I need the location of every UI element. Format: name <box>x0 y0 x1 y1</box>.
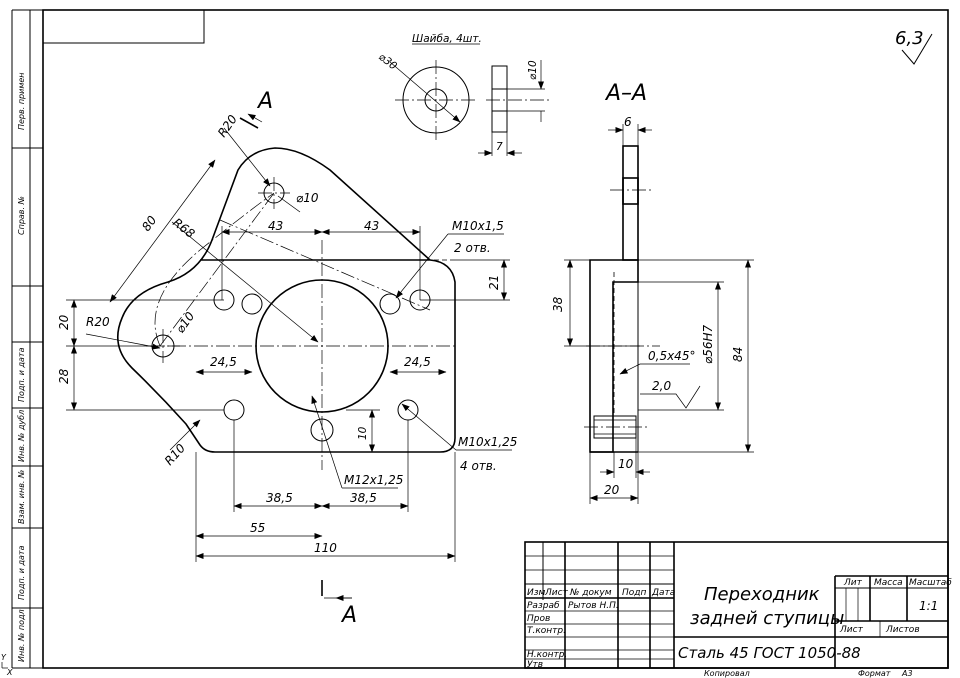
washer-outer-dim: ⌀30 <box>376 51 399 73</box>
sec-chamfer-dim: 0,5x45° <box>648 349 695 363</box>
tb-role-approved: Утв <box>527 660 543 670</box>
thread-right-qty: 4 отв. <box>460 459 497 473</box>
section-web <box>622 145 639 261</box>
stamp-vzam-inv: Взам. инв. № <box>17 470 26 524</box>
d55-dim: 55 <box>250 521 265 535</box>
thread-hole-top-left <box>241 293 263 315</box>
hole-left-dim: ⌀10 <box>173 309 198 336</box>
d21-dim: 21 <box>487 275 501 290</box>
axis-indicator: Y X <box>1 653 13 677</box>
d28-dim: 28 <box>57 368 71 384</box>
tb-header-list: Лист <box>544 588 569 598</box>
axis-y-label: Y <box>1 653 7 662</box>
r68-dim: R68 <box>170 215 198 241</box>
d110-dim: 110 <box>314 541 337 555</box>
part-material: Сталь 45 ГОСТ 1050-88 <box>678 644 861 662</box>
large-bore-circle <box>255 279 389 413</box>
drawing-frame <box>42 9 949 669</box>
sec-38-dim: 38 <box>551 296 565 312</box>
stamp-sprav-no: Справ. № <box>17 196 26 235</box>
sec-6-dim: 6 <box>624 115 632 129</box>
thread-center-label: М12x1,25 <box>344 473 403 487</box>
hole-top-dim: ⌀10 <box>296 191 319 205</box>
stamp-inv-dubl: Инв. № дубл <box>17 410 26 462</box>
d43-left-dim: 43 <box>268 219 283 233</box>
tb-header-sheet: Лист <box>839 625 864 635</box>
thread-top-label: М10x1,5 <box>452 219 504 233</box>
thread-right-label: М10x1,25 <box>458 435 517 449</box>
tb-header-izm: Изм <box>527 588 546 598</box>
washer-label: Шайба, 4шт. <box>412 33 482 45</box>
d10-vert-dim: 10 <box>357 426 369 440</box>
washer-thickness-dim: 7 <box>496 141 503 153</box>
d245-left-dim: 24,5 <box>210 355 237 369</box>
d245-right-dim: 24,5 <box>404 355 431 369</box>
thread-hole-top-right <box>379 293 401 315</box>
roughness-value: 6,3 <box>895 28 924 49</box>
thread-hole-center <box>310 418 334 442</box>
sec-10-dim: 10 <box>618 457 634 471</box>
side-stamp-column: Перв. примен Справ. № Подп. и дата Инв. … <box>11 9 43 669</box>
section-mark-bottom: А <box>321 580 357 628</box>
d43-right-dim: 43 <box>364 219 379 233</box>
title-block: Изм Лист № докум Подп Дата Разраб Рытов … <box>524 541 952 678</box>
r20-left-dim: R20 <box>86 315 110 329</box>
d385-left-dim: 38,5 <box>266 491 293 505</box>
section-mark-top: А <box>239 89 273 129</box>
stamp-perv-primen: Перв. примен <box>17 72 26 130</box>
section-letter-top: А <box>256 89 273 114</box>
thread-hole-bottom-left <box>223 399 245 421</box>
tb-role-norm-control: Н.контр. <box>527 650 567 660</box>
tb-header-lit: Лит <box>843 578 863 588</box>
tb-header-sheets: Листов <box>885 625 920 635</box>
washer-side-section <box>491 65 508 133</box>
washer-view: Шайба, 4шт. ⌀30 ⌀10 7 <box>376 33 550 156</box>
len-80-dim: 80 <box>139 213 160 234</box>
roughness-symbol: 6,3 <box>895 28 933 65</box>
r10-dim: R10 <box>162 441 188 468</box>
stamp-inv-podl: Инв. № подл <box>17 609 26 662</box>
stamp-podp-data-1: Подп. и дата <box>17 347 26 402</box>
roughness-inner-value: 2,0 <box>652 379 671 393</box>
section-view: А–А 6 38 ⌀56H7 84 <box>551 81 754 504</box>
stamp-podp-data-2: Подп. и дата <box>17 545 26 600</box>
tb-header-scale: Масштаб <box>909 578 952 588</box>
thread-hole-bottom-right <box>397 399 419 421</box>
part-name-line2: задней ступицы <box>690 608 844 629</box>
tb-role-checked: Пров <box>527 614 550 624</box>
thread-top-qty: 2 отв. <box>454 241 491 255</box>
part-name-line1: Переходник <box>704 584 820 605</box>
tb-role-developed: Разраб <box>527 601 560 611</box>
tb-copied: Копировал <box>704 669 750 678</box>
tb-header-sign: Подп <box>622 588 646 598</box>
tb-header-mass: Масса <box>874 578 903 588</box>
section-title: А–А <box>604 81 647 106</box>
d20-dim: 20 <box>57 314 71 330</box>
washer-inner-dim: ⌀10 <box>527 60 539 80</box>
axis-x-label: X <box>6 668 13 677</box>
r20-top-dim: R20 <box>215 112 240 140</box>
sec-20-dim: 20 <box>604 483 620 497</box>
tb-header-doc: № докум <box>569 588 612 598</box>
tb-header-date: Дата <box>651 588 675 598</box>
plate-main-view: R20 ⌀10 80 R68 R20 ⌀10 43 43 М10x1,5 2 о… <box>57 112 517 562</box>
sec-bore-dim: ⌀56H7 <box>701 324 715 364</box>
d385-right-dim: 38,5 <box>350 491 377 505</box>
tb-developer-name: Рытов Н.П. <box>568 601 619 611</box>
sec-84-dim: 84 <box>731 347 745 362</box>
tb-format-label: Формат <box>858 669 891 678</box>
section-letter-bottom: А <box>340 603 357 628</box>
tb-format-value: А3 <box>901 669 913 678</box>
tb-role-tech-control: Т.контр. <box>527 626 566 636</box>
tb-scale-value: 1:1 <box>919 599 938 613</box>
